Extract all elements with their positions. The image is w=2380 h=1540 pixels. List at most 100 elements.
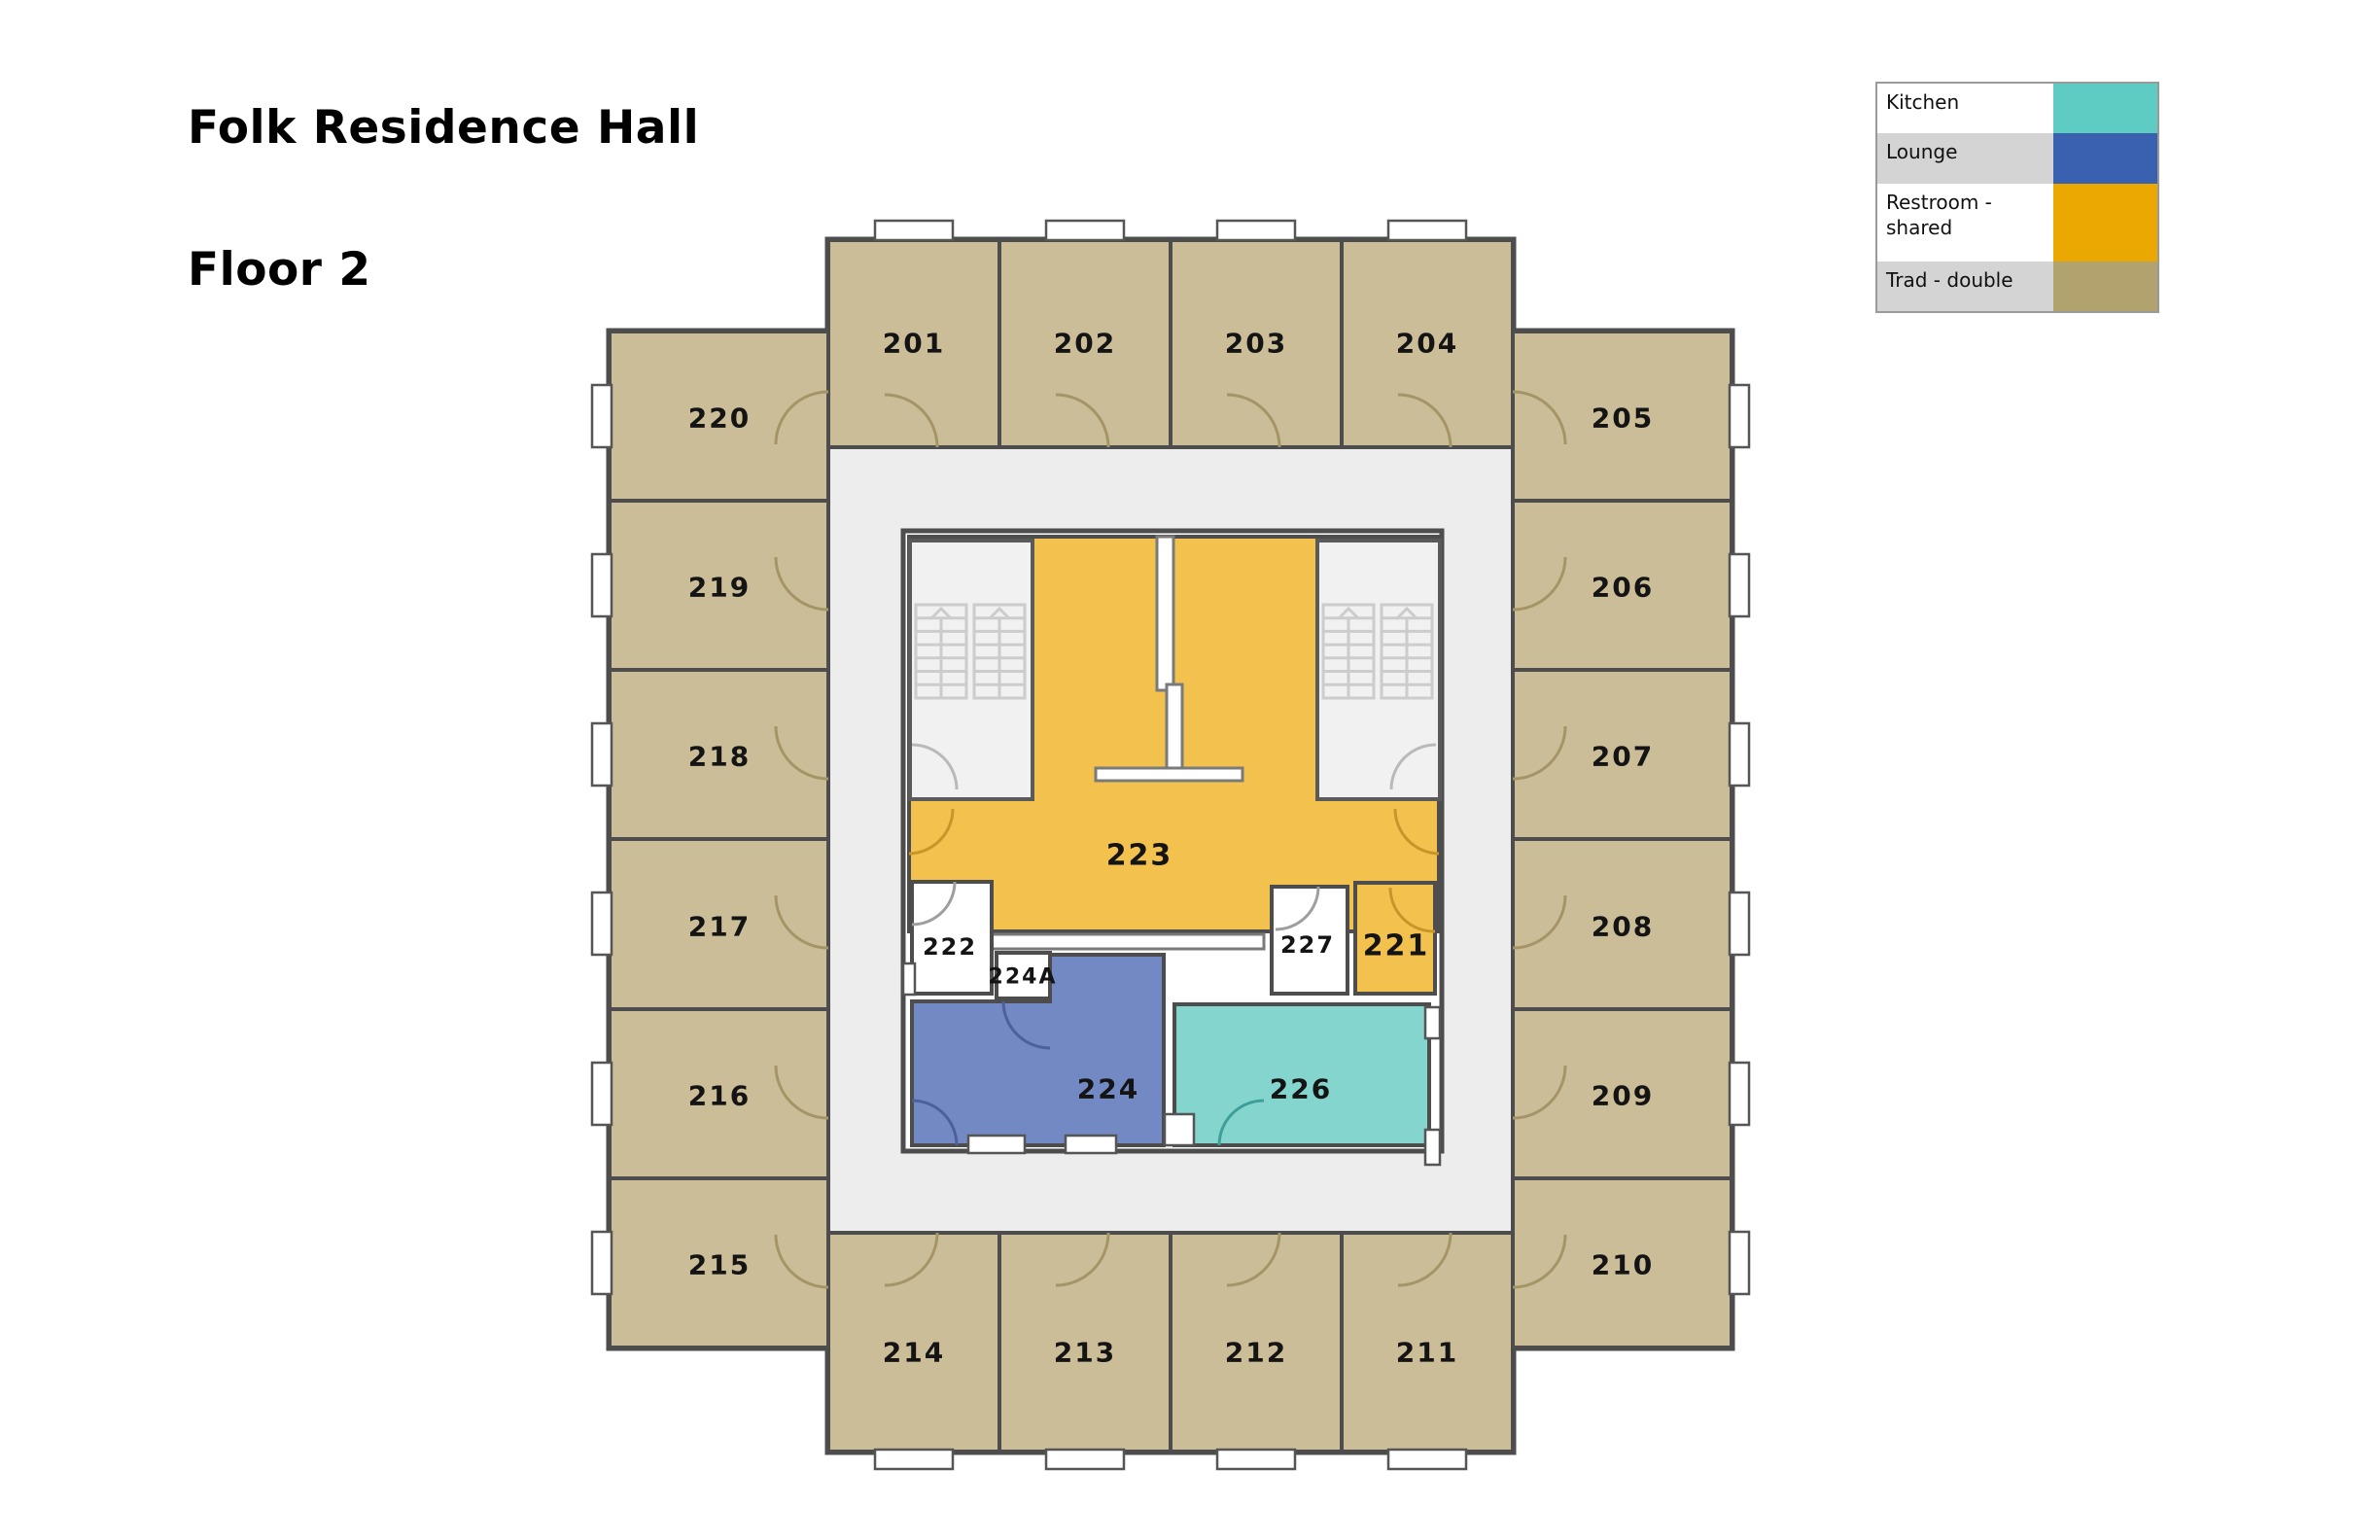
door-arc: [908, 808, 955, 856]
room-label-211: 211: [1396, 1337, 1458, 1369]
door-arc-208: [1512, 894, 1567, 950]
room-215: [608, 1176, 830, 1349]
door-arc-222: [911, 881, 957, 927]
room-label-213: 213: [1054, 1337, 1116, 1369]
room-label-215: 215: [688, 1249, 751, 1281]
room-211: [1340, 1231, 1515, 1453]
room-label-218: 218: [688, 741, 751, 773]
door-arc-206: [1512, 556, 1567, 612]
wall-window: [1423, 1128, 1442, 1167]
room-label-208: 208: [1592, 911, 1654, 943]
door-arc-227: [1275, 886, 1320, 931]
room-label-209: 209: [1592, 1080, 1654, 1112]
door-arc-211: [1397, 1232, 1452, 1287]
window: [873, 219, 955, 242]
door-arc: [1393, 808, 1440, 856]
window: [1215, 1448, 1297, 1471]
interior-wall: [1155, 535, 1175, 692]
room-208: [1511, 837, 1733, 1011]
door-arc-209: [1512, 1065, 1567, 1120]
room-label-214: 214: [883, 1337, 945, 1369]
wall-window: [1423, 1005, 1442, 1040]
room-221: [1353, 881, 1437, 996]
room-220: [608, 330, 830, 503]
room-label-212: 212: [1225, 1337, 1287, 1369]
legend-label-trad: Trad - double: [1886, 268, 2013, 292]
room-206: [1511, 499, 1733, 672]
door-arc-214: [884, 1232, 939, 1287]
room-label-226: 226: [1270, 1073, 1332, 1105]
window: [1728, 721, 1751, 788]
window: [1728, 552, 1751, 618]
door-arc-207: [1512, 725, 1567, 781]
room-label-224A: 224A: [989, 965, 1058, 990]
title-line1: Folk Residence Hall: [188, 101, 700, 155]
room-217: [608, 837, 830, 1011]
window: [1728, 1230, 1751, 1296]
room-205: [1511, 330, 1733, 503]
room-218: [608, 668, 830, 841]
room-label-210: 210: [1592, 1249, 1654, 1281]
door-arc-212: [1226, 1232, 1281, 1287]
window: [1386, 1448, 1468, 1471]
legend-label-kitchen: Kitchen: [1886, 90, 1960, 114]
legend-row-trad: Trad - double: [1877, 262, 2157, 311]
interior-wall: [1165, 682, 1184, 772]
stair-up-arrow: [988, 606, 1011, 620]
interior-wall: [1094, 766, 1244, 783]
window: [590, 891, 613, 957]
legend-label-restroom: Restroom -shared: [1886, 191, 1992, 239]
legend-row-restroom: Restroom -shared: [1877, 184, 2157, 262]
door-arc-201: [884, 393, 939, 448]
room-226: [1172, 1002, 1431, 1147]
room-label-201: 201: [883, 328, 945, 360]
room-label-220: 220: [688, 402, 751, 435]
title-line2: Floor 2: [188, 243, 371, 297]
room-label-206: 206: [1592, 572, 1654, 604]
door-arc: [1389, 743, 1437, 790]
room-label-204: 204: [1396, 328, 1458, 360]
window: [1044, 1448, 1126, 1471]
room-label-224: 224: [1077, 1073, 1139, 1105]
door-arc: [911, 743, 959, 790]
door-arc-205: [1512, 390, 1567, 445]
door-arc-213: [1055, 1232, 1110, 1287]
window: [590, 1230, 613, 1296]
room-label-205: 205: [1592, 402, 1654, 435]
legend-swatch-trad: [2053, 262, 2157, 311]
room-212: [1169, 1231, 1344, 1453]
room-213: [998, 1231, 1172, 1453]
door-arc-219: [774, 556, 829, 612]
room-label-203: 203: [1225, 328, 1287, 360]
page-title: Folk Residence Hall Floor 2: [188, 92, 699, 305]
window: [590, 552, 613, 618]
room-201: [826, 238, 1001, 449]
room-214: [826, 1231, 1001, 1453]
window: [1728, 383, 1751, 449]
room-label-207: 207: [1592, 741, 1654, 773]
legend-label-lounge: Lounge: [1886, 140, 1958, 163]
legend-swatch-restroom: [2053, 184, 2157, 262]
window: [873, 1448, 955, 1471]
room-label-221: 221: [1363, 929, 1430, 963]
door-arc-202: [1055, 393, 1110, 448]
room-label-202: 202: [1054, 328, 1116, 360]
window: [1728, 1061, 1751, 1127]
room-224A: [995, 951, 1052, 1000]
door-arc-210: [1512, 1234, 1567, 1289]
legend-swatch-kitchen: [2053, 84, 2157, 133]
room-224: [910, 953, 1166, 1147]
room-label-223: 223: [1106, 839, 1173, 873]
door-arc-221: [1388, 887, 1436, 933]
door-arc-203: [1226, 393, 1281, 448]
door-arc-220: [774, 390, 829, 445]
door-arc-216: [774, 1065, 829, 1120]
room-label-227: 227: [1280, 931, 1335, 959]
stair-up-arrow: [1337, 606, 1360, 620]
window: [590, 1061, 613, 1127]
wall-window: [901, 962, 917, 997]
window: [1215, 219, 1297, 242]
room-227: [1270, 885, 1349, 996]
